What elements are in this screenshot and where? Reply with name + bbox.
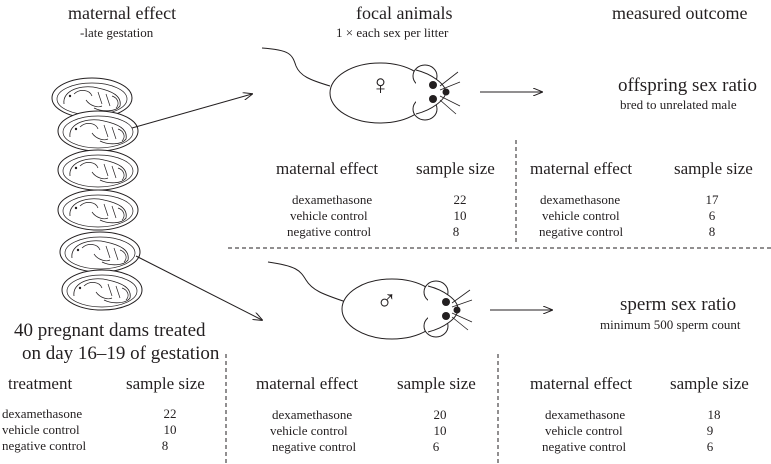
row-value: 20 bbox=[433, 407, 447, 422]
row-value: 22 bbox=[453, 192, 467, 207]
row-label: negative control bbox=[2, 438, 87, 453]
female-symbol: ♀ bbox=[370, 70, 391, 101]
row-value: 18 bbox=[707, 407, 721, 422]
row-value: 8 bbox=[708, 224, 716, 239]
row-label: vehicle control bbox=[270, 423, 348, 438]
embryo-6 bbox=[61, 269, 143, 311]
column-header-treatment: treatment bbox=[8, 374, 73, 393]
column-header-maternal-effect: maternal effect bbox=[530, 159, 633, 178]
row-label: vehicle control bbox=[290, 208, 368, 223]
row-value: 6 bbox=[432, 439, 440, 454]
column-header-sample-size: sample size bbox=[126, 374, 205, 393]
header-per-litter: 1 × each sex per litter bbox=[336, 25, 449, 40]
dams-text-line1: 40 pregnant dams treated bbox=[14, 320, 206, 341]
male-symbol: ♂ bbox=[376, 286, 397, 317]
column-header-maternal-effect: maternal effect bbox=[276, 159, 379, 178]
arrow-to-female bbox=[131, 94, 252, 129]
row-value: 6 bbox=[706, 439, 714, 454]
column-header-maternal-effect: maternal effect bbox=[530, 374, 633, 393]
row-value: 9 bbox=[706, 423, 714, 438]
embryo-3 bbox=[57, 149, 139, 191]
column-header-sample-size: sample size bbox=[416, 159, 495, 178]
row-value: 8 bbox=[452, 224, 460, 239]
column-header-sample-size: sample size bbox=[670, 374, 749, 393]
row-value: 10 bbox=[433, 423, 447, 438]
row-label: dexamethasone bbox=[545, 407, 626, 422]
header-late-gestation: -late gestation bbox=[80, 25, 154, 40]
row-label: negative control bbox=[539, 224, 624, 239]
row-label: negative control bbox=[287, 224, 372, 239]
dashed-dividers bbox=[225, 140, 771, 464]
row-label: negative control bbox=[542, 439, 627, 454]
row-label: negative control bbox=[272, 439, 357, 454]
embryo-4 bbox=[57, 189, 139, 231]
row-value: 8 bbox=[161, 438, 169, 453]
sperm-sex-ratio-title: sperm sex ratio bbox=[620, 294, 737, 315]
female-mouse bbox=[261, 47, 461, 124]
row-value: 22 bbox=[163, 406, 177, 421]
male-mouse bbox=[267, 261, 473, 340]
column-header-sample-size: sample size bbox=[674, 159, 753, 178]
dams-text-line2: on day 16–19 of gestation bbox=[22, 343, 220, 364]
row-label: dexamethasone bbox=[540, 192, 621, 207]
embryo-5 bbox=[59, 231, 141, 273]
column-header-maternal-effect: maternal effect bbox=[256, 374, 359, 393]
row-value: 10 bbox=[453, 208, 467, 223]
sperm-sex-ratio-subtitle: minimum 500 sperm count bbox=[600, 317, 741, 332]
header-focal-animals: focal animals bbox=[356, 3, 453, 23]
row-label: vehicle control bbox=[545, 423, 623, 438]
offspring-sex-ratio-subtitle: bred to unrelated male bbox=[620, 97, 737, 112]
embryo-stack bbox=[51, 77, 143, 311]
row-label: vehicle control bbox=[542, 208, 620, 223]
header-measured-outcome: measured outcome bbox=[612, 3, 748, 23]
row-label: dexamethasone bbox=[272, 407, 353, 422]
arrow-to-male bbox=[135, 255, 262, 320]
column-header-sample-size: sample size bbox=[397, 374, 476, 393]
row-label: vehicle control bbox=[2, 422, 80, 437]
embryo-2 bbox=[57, 110, 139, 152]
row-label: dexamethasone bbox=[2, 406, 83, 421]
header-maternal-effect: maternal effect bbox=[68, 3, 177, 23]
row-value: 10 bbox=[163, 422, 177, 437]
row-value: 6 bbox=[708, 208, 716, 223]
offspring-sex-ratio-title: offspring sex ratio bbox=[618, 75, 757, 96]
row-value: 17 bbox=[705, 192, 719, 207]
row-label: dexamethasone bbox=[292, 192, 373, 207]
